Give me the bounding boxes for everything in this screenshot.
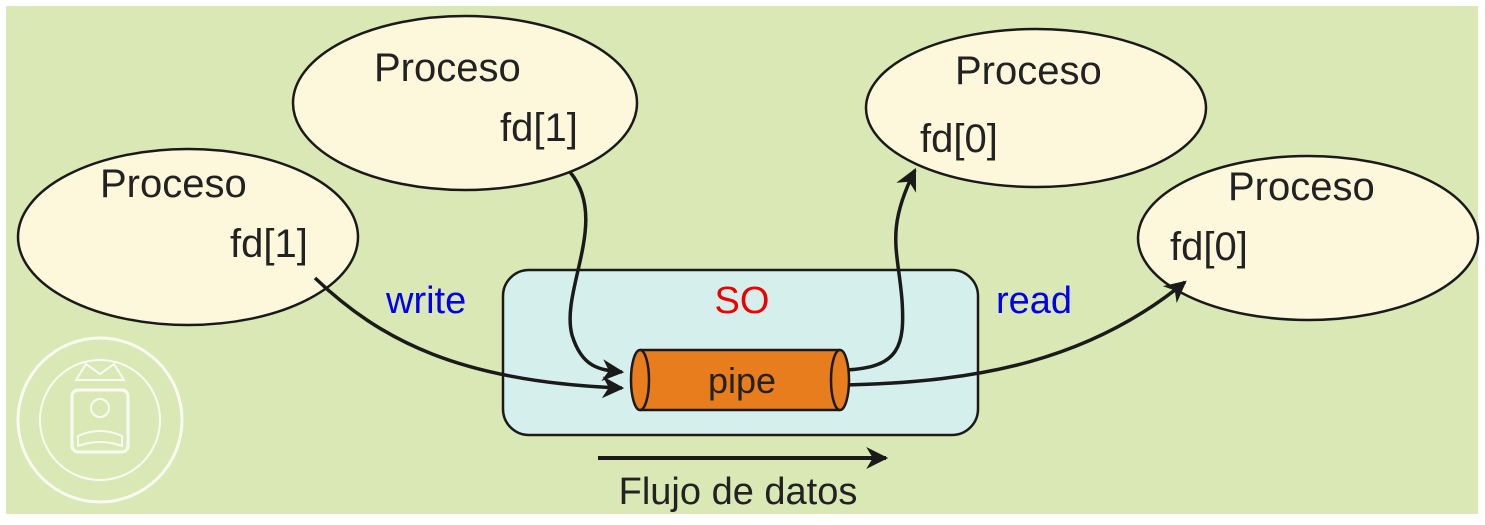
write-arrow-2: [568, 170, 625, 382]
process-1: Proceso fd[1]: [16, 147, 360, 327]
process-1-fd: fd[1]: [230, 222, 308, 266]
process-3: Proceso fd[0]: [864, 27, 1208, 189]
process-4: Proceso fd[0]: [1136, 154, 1480, 322]
read-arrow-1: [844, 168, 917, 372]
write-label: write: [385, 280, 466, 322]
process-3-title: Proceso: [955, 49, 1102, 93]
read-label: read: [996, 280, 1072, 322]
process-4-fd: fd[0]: [1170, 225, 1248, 269]
process-2-title: Proceso: [374, 46, 521, 90]
process-4-title: Proceso: [1228, 165, 1375, 209]
pipe-label: pipe: [708, 360, 776, 401]
os-label: SO: [715, 280, 770, 322]
write-arrow-1: [313, 276, 625, 399]
pipe: pipe: [629, 348, 851, 412]
process-2: Proceso fd[1]: [291, 14, 639, 192]
process-3-fd: fd[0]: [920, 117, 998, 161]
process-1-title: Proceso: [100, 162, 247, 206]
flow-label: Flujo de datos: [619, 471, 858, 513]
university-seal-icon: [16, 336, 184, 504]
read-arrow-2: [844, 280, 1187, 387]
process-2-fd: fd[1]: [500, 106, 578, 150]
